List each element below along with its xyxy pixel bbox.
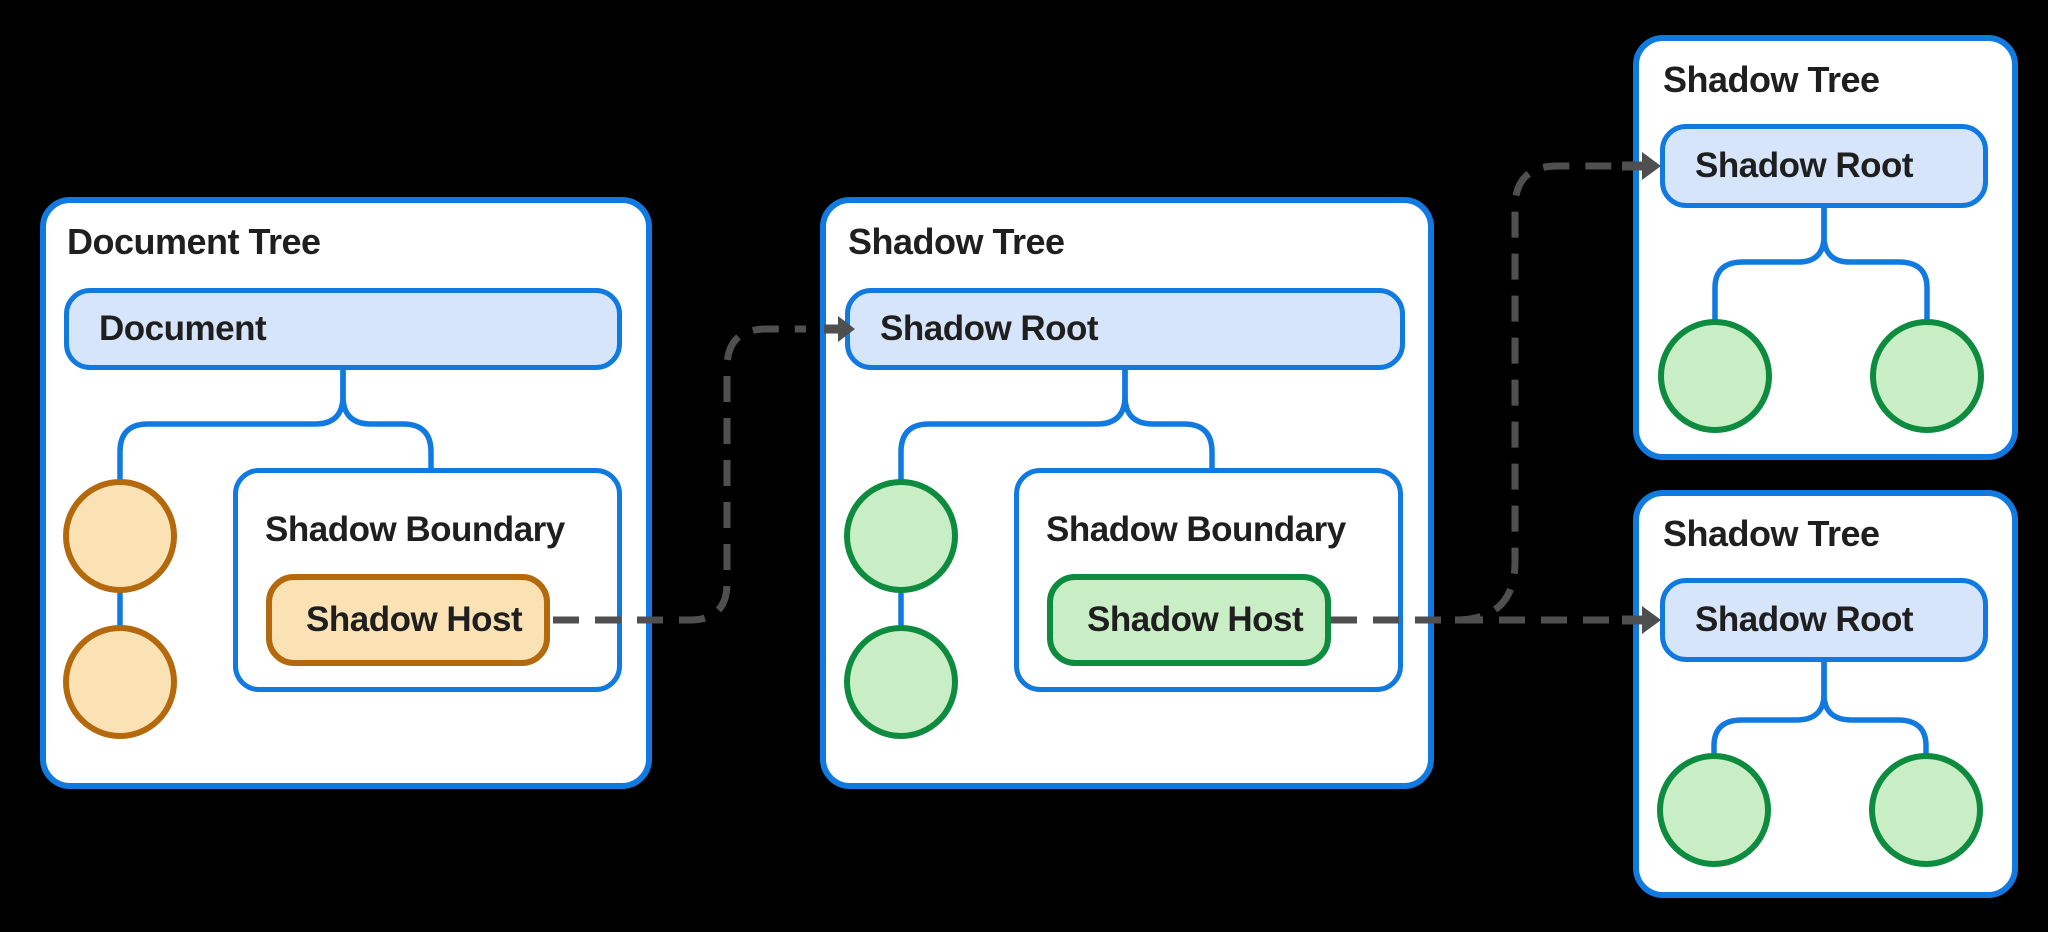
node-circle-green-bottomright-2 [1869, 753, 1983, 867]
arrow-path-host2-to-topright [1454, 162, 1612, 624]
node-circle-green-topright-2 [1870, 319, 1984, 433]
shadow-tree-bottom-right-title: Shadow Tree [1663, 513, 1880, 554]
node-circle-green-middle-1 [844, 479, 958, 593]
node-circle-orange-2 [63, 625, 177, 739]
shadow-boundary-title-left: Shadow Boundary [265, 510, 565, 549]
shadow-boundary-title-middle: Shadow Boundary [1046, 510, 1346, 549]
shadow-root-node-top-right: Shadow Root [1660, 124, 1988, 208]
node-circle-green-middle-2 [844, 625, 958, 739]
shadow-tree-middle-title: Shadow Tree [848, 221, 1065, 262]
shadow-host-node-left: Shadow Host [266, 574, 550, 666]
shadow-tree-top-right-title: Shadow Tree [1663, 59, 1880, 100]
document-tree-title: Document Tree [67, 221, 321, 262]
shadow-root-node-middle: Shadow Root [845, 288, 1405, 370]
node-circle-green-topright-1 [1658, 319, 1772, 433]
document-node: Document [64, 288, 622, 370]
shadow-root-node-bottom-right: Shadow Root [1660, 578, 1988, 662]
node-circle-green-bottomright-1 [1657, 753, 1771, 867]
shadow-host-node-middle: Shadow Host [1047, 574, 1331, 666]
node-circle-orange-1 [63, 479, 177, 593]
